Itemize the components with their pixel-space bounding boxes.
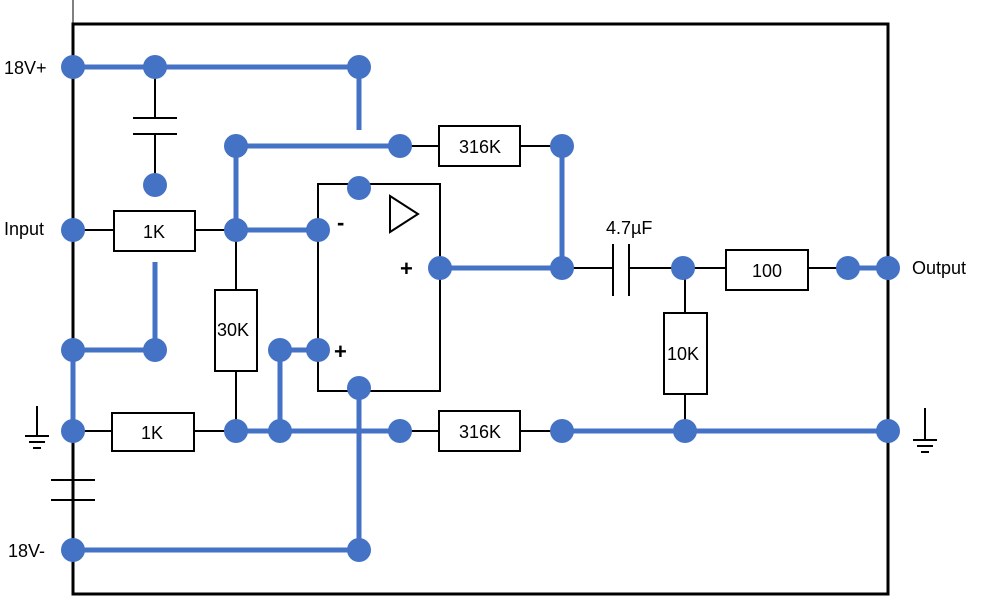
resistor-feedback-bottom-label: 316K <box>459 422 501 442</box>
resistor-input-label: 1K <box>143 222 165 242</box>
capacitor-output-label: 4.7µF <box>606 218 652 238</box>
resistor-bias-label: 30K <box>217 320 249 340</box>
node <box>550 256 574 280</box>
resistor-output-series-label: 100 <box>752 261 782 281</box>
nodes <box>61 55 900 562</box>
node <box>224 419 248 443</box>
node <box>61 55 85 79</box>
node <box>876 419 900 443</box>
node <box>224 134 248 158</box>
ground-icon <box>25 406 49 449</box>
node <box>143 55 167 79</box>
node <box>61 419 85 443</box>
resistor-input: 1K <box>113 210 196 252</box>
board-outline <box>71 22 890 596</box>
supply-positive-label: 18V+ <box>4 58 47 78</box>
opamp-inverting-sign: - <box>337 210 344 235</box>
node <box>671 256 695 280</box>
ground-icon <box>913 408 937 453</box>
resistor-output-load: 10K <box>663 312 708 395</box>
opamp-output-sign: + <box>400 256 413 281</box>
resistor-feedback-top-label: 316K <box>459 137 501 157</box>
resistor-feedback-bottom: 316K <box>438 410 521 452</box>
node <box>224 218 248 242</box>
resistor-output-load-label: 10K <box>667 344 699 364</box>
node <box>388 134 412 158</box>
node <box>550 134 574 158</box>
node <box>306 338 330 362</box>
node <box>836 256 860 280</box>
node <box>673 419 697 443</box>
node <box>306 218 330 242</box>
triangle-icon <box>389 194 420 234</box>
output-label: Output <box>912 258 966 278</box>
resistor-ground-label: 1K <box>141 423 163 443</box>
node <box>347 538 371 562</box>
resistor-ground: 1K <box>111 412 195 452</box>
resistor-bias: 30K <box>214 289 258 372</box>
capacitor-negative-supply <box>51 479 95 501</box>
node <box>347 176 371 200</box>
supply-negative-label: 18V- <box>8 541 45 561</box>
capacitor-output <box>612 244 630 296</box>
opamp-body <box>317 183 441 392</box>
node <box>268 338 292 362</box>
resistor-output-series: 100 <box>725 249 809 291</box>
node <box>428 256 452 280</box>
input-label: Input <box>4 219 44 239</box>
node <box>347 55 371 79</box>
node <box>143 173 167 197</box>
node <box>268 419 292 443</box>
resistor-feedback-top: 316K <box>438 125 521 167</box>
node <box>388 419 412 443</box>
node <box>550 419 574 443</box>
node <box>61 218 85 242</box>
node <box>143 338 167 362</box>
node <box>61 338 85 362</box>
capacitor-top <box>133 117 177 135</box>
node <box>347 376 371 400</box>
opamp-noninverting-sign: + <box>334 339 347 364</box>
node <box>876 256 900 280</box>
node <box>61 538 85 562</box>
